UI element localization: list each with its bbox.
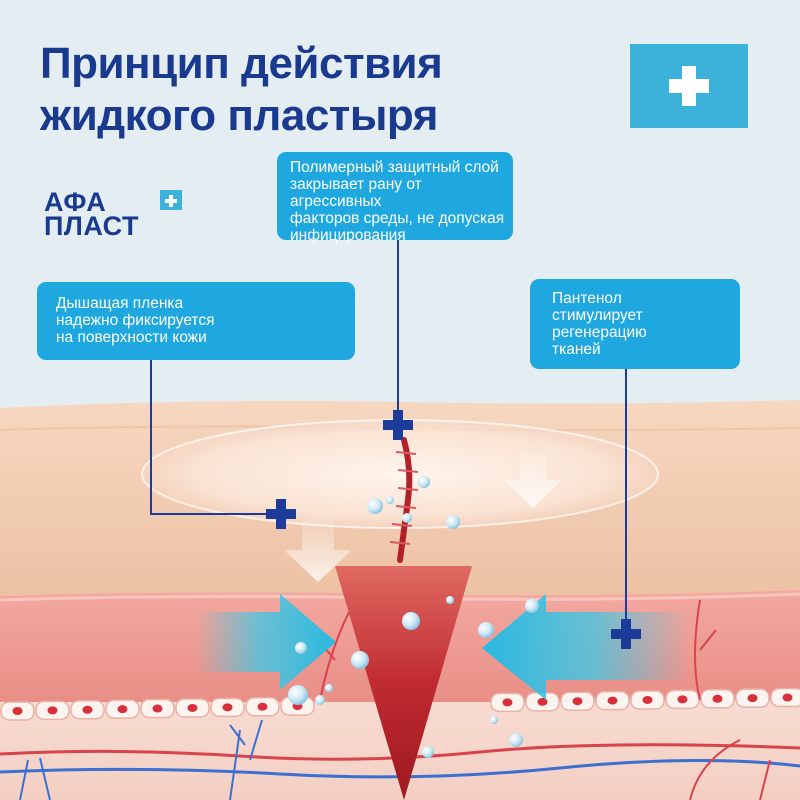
regeneration-arrow-right bbox=[482, 594, 690, 700]
callout-line: тканей bbox=[552, 341, 601, 358]
logo-badge bbox=[630, 44, 748, 128]
callout-line: факторов среды, не допуская bbox=[290, 210, 505, 227]
cell-nucleus bbox=[12, 707, 23, 715]
callout-line: стимулирует bbox=[552, 307, 643, 324]
callout-line: надежно фиксируется bbox=[56, 312, 215, 329]
cell-nucleus bbox=[677, 695, 688, 704]
cell-nucleus bbox=[747, 694, 758, 703]
callout-breathing-film: Дышащая пленка надежно фиксируется на по… bbox=[37, 282, 355, 360]
callout-line: инфицирования bbox=[290, 227, 406, 244]
callout-panthenol: Пантенол стимулирует регенерацию тканей bbox=[530, 279, 740, 369]
callout-line: регенерацию bbox=[552, 324, 647, 341]
callout-line: Пантенол bbox=[552, 290, 622, 307]
cell-nucleus bbox=[257, 702, 268, 711]
title-line-2: жидкого пластыря bbox=[40, 91, 438, 140]
plus-marker-icon bbox=[266, 499, 296, 529]
cell-nucleus bbox=[152, 704, 163, 713]
brand-line-1: АФА bbox=[44, 187, 107, 217]
cell-nucleus bbox=[502, 698, 513, 707]
medical-cross-icon bbox=[165, 195, 177, 207]
cell-nucleus bbox=[82, 705, 93, 714]
brand-badge bbox=[160, 190, 182, 210]
plus-marker-icon bbox=[383, 410, 413, 440]
medical-cross-icon bbox=[669, 66, 709, 106]
cell-nucleus bbox=[187, 703, 198, 712]
cell-nucleus bbox=[537, 697, 548, 706]
cell-nucleus bbox=[782, 693, 793, 702]
down-arrows bbox=[284, 448, 562, 582]
page-title: Принцип действия жидкого пластыря bbox=[40, 38, 443, 142]
cell-row bbox=[0, 687, 800, 721]
callout-line: Полимерный защитный слой bbox=[290, 159, 499, 176]
cell-nucleus bbox=[222, 703, 233, 712]
connector-lines bbox=[150, 240, 627, 622]
bubbles bbox=[288, 476, 539, 758]
cell-nucleus bbox=[607, 696, 618, 705]
cell-nucleus bbox=[47, 706, 58, 715]
cell-nucleus bbox=[572, 697, 583, 706]
regeneration-arrow-left bbox=[196, 594, 336, 690]
plus-marker-icon bbox=[611, 619, 641, 649]
callout-line: на поверхности кожи bbox=[56, 329, 207, 346]
cell-nucleus bbox=[642, 695, 653, 704]
cell-nucleus bbox=[712, 694, 723, 703]
callout-line: закрывает рану от агрессивных bbox=[290, 176, 422, 210]
plus-markers bbox=[266, 410, 641, 649]
brand-line-2: ПЛАСТ bbox=[44, 211, 139, 241]
artery bbox=[0, 743, 800, 761]
cell-nucleus bbox=[117, 705, 128, 714]
callout-line: Дышащая пленка bbox=[56, 295, 184, 312]
title-line-1: Принцип действия bbox=[40, 39, 443, 88]
brand-logo: АФА ПЛАСТ bbox=[44, 187, 182, 241]
wound bbox=[335, 566, 472, 800]
callout-protective-layer: Полимерный защитный слой закрывает рану … bbox=[277, 152, 513, 244]
vein bbox=[0, 758, 800, 779]
